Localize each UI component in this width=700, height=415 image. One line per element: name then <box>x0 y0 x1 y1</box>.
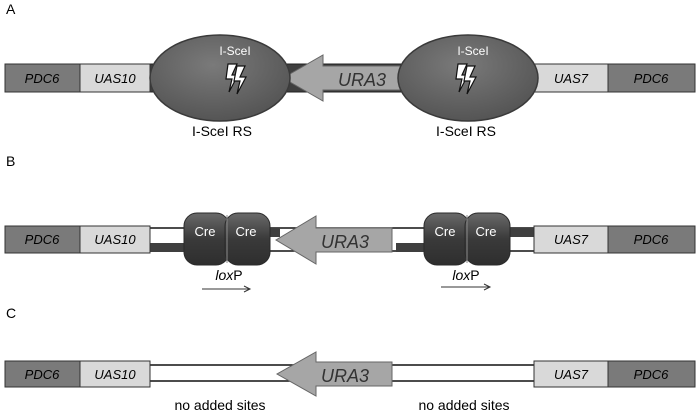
panel-a-left-gene-label: PDC6 <box>25 71 60 86</box>
panel-a-site-left-label: I-SceI RS <box>192 123 252 139</box>
panel-b-ura3-label: URA3 <box>321 232 369 252</box>
panel-c-letter: C <box>6 305 16 321</box>
panel-a-right-gene-label: PDC6 <box>634 71 669 86</box>
panel-b-right-gene-label: PDC6 <box>634 232 669 247</box>
panel-b-lox-bar-right-top <box>495 228 534 237</box>
panel-a-left-uas-label: UAS10 <box>94 71 136 86</box>
panel-b-cre-left: Cre Cre <box>183 212 271 266</box>
panel-a-isce1-left <box>149 34 291 122</box>
panel-a-right-gene <box>607 63 696 93</box>
panel-b-ura3-arrow <box>275 215 393 265</box>
panel-a-right-uas-label: UAS7 <box>554 71 589 86</box>
panel-b-cre-label-2: Cre <box>236 224 257 239</box>
panel-b-loxp-right-label: loxP <box>452 267 479 283</box>
panel-c-left-gene <box>4 360 81 388</box>
panel-b-right-gene <box>607 225 696 254</box>
panel-a-letter: A <box>6 1 16 17</box>
panel-a-enzyme-right-label: I-SceI <box>457 44 488 58</box>
panel-b-right-uas <box>533 225 609 254</box>
panel-b-lox-bar-right-bottom <box>396 243 432 252</box>
panel-c-left-gene-label: PDC6 <box>25 367 60 382</box>
panel-c-right-uas-label: UAS7 <box>554 367 589 382</box>
panel-b-right-uas-label: UAS7 <box>554 232 589 247</box>
panel-b-loxp-left-arrow-icon <box>202 285 252 293</box>
panel-b: B PDC6 UAS10 UAS7 PDC6 URA3 Cre Cre <box>4 153 696 293</box>
panel-c-left-uas-label: UAS10 <box>94 367 136 382</box>
panel-c-note-right: no added sites <box>418 397 509 413</box>
panel-a-ura3-label: URA3 <box>338 70 386 90</box>
panel-b-cre-label-1: Cre <box>195 224 216 239</box>
panel-b-cre-label-4: Cre <box>476 224 497 239</box>
panel-c-left-uas <box>79 360 151 388</box>
panel-b-cre-label-3: Cre <box>435 224 456 239</box>
panel-b-loxp-right-suffix: P <box>470 267 479 283</box>
panel-c-right-uas <box>533 360 609 388</box>
panel-a-ura3-arrow <box>281 54 405 102</box>
panel-a-cut-bolt-left-icon <box>225 63 247 95</box>
panel-b-left-uas <box>79 225 151 254</box>
panel-b-loxp-right-prefix: lox <box>452 267 471 283</box>
panel-b-left-gene-label: PDC6 <box>25 232 60 247</box>
panel-c-right-gene <box>607 360 696 388</box>
panel-b-cre-left-1 <box>183 212 230 266</box>
panel-b-cre-left-2 <box>224 212 271 266</box>
panel-c-ura3-label: URA3 <box>321 366 369 386</box>
panel-b-loxp-left-label: loxP <box>215 267 242 283</box>
panel-b-letter: B <box>6 153 15 169</box>
panel-c-right-gene-label: PDC6 <box>634 367 669 382</box>
panel-a-left-gene <box>4 63 81 93</box>
panel-b-loxp-left-suffix: P <box>233 267 242 283</box>
panel-c-ura3-arrow <box>275 351 393 397</box>
panel-b-cre-right-1 <box>423 212 470 266</box>
panel-a-enzyme-left-label: I-SceI <box>219 44 250 58</box>
panel-b-left-uas-label: UAS10 <box>94 232 136 247</box>
panel-b-cre-right: Cre Cre <box>423 212 511 266</box>
panel-b-loxp-left-prefix: lox <box>215 267 234 283</box>
panel-b-lox-bar-left-bottom <box>150 243 192 252</box>
panel-a-cut-bolt-right-icon <box>455 63 477 95</box>
panel-b-cre-right-2 <box>464 212 511 266</box>
panel-c-note-left: no added sites <box>174 397 265 413</box>
panel-a: A PDC6 UAS10 UAS7 PDC6 URA3 I-SceI I-Sce… <box>4 1 696 139</box>
panel-b-loxp-right-arrow-icon <box>441 283 492 291</box>
panel-b-left-gene <box>4 225 81 254</box>
panel-c: C PDC6 UAS10 UAS7 PDC6 URA3 no added sit… <box>4 305 696 413</box>
panel-a-site-right-label: I-SceI RS <box>436 123 496 139</box>
panel-a-left-uas <box>79 63 151 93</box>
